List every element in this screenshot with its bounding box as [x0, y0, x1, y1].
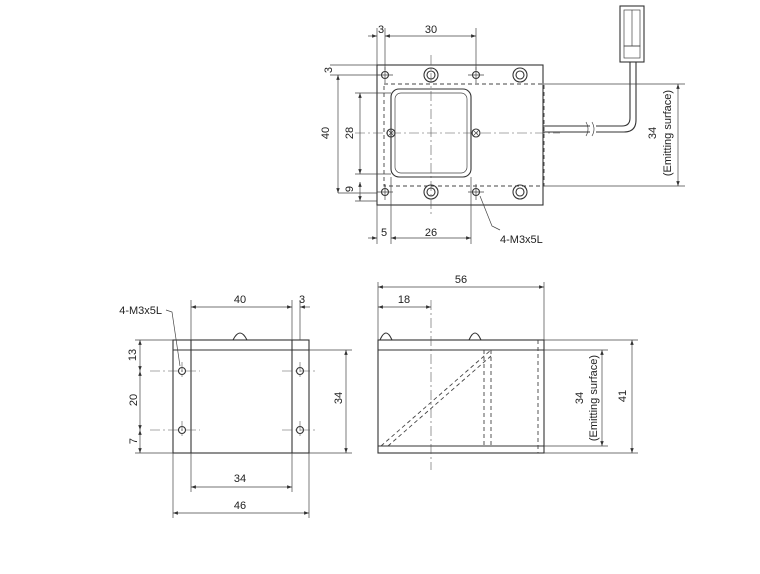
dim-40: 40 — [320, 127, 332, 139]
emitting-surface-label-side: (Emitting surface) — [588, 355, 600, 441]
side-view-outline — [377, 339, 545, 454]
dim-5: 5 — [381, 227, 387, 239]
top-view: 3 30 3 40 28 9 5 26 4-M3x5L 34 — [320, 5, 685, 246]
dim-34-front-right: 34 — [333, 392, 345, 404]
dim-40-front: 40 — [234, 294, 246, 306]
dim-18: 18 — [398, 294, 410, 306]
dim-20: 20 — [128, 394, 140, 406]
dim-34-side: 34 — [574, 392, 586, 404]
dim-56: 56 — [455, 274, 467, 286]
screw-note-front: 4-M3x5L — [119, 305, 162, 317]
top-view-dashed-outline — [383, 83, 545, 187]
dim-26: 26 — [425, 227, 437, 239]
dim-13: 13 — [127, 349, 139, 361]
dim-3-top: 3 — [378, 24, 384, 36]
dim-9: 9 — [344, 186, 356, 192]
dim-41: 41 — [617, 390, 629, 402]
connector-icon — [619, 5, 645, 63]
dim-3-left: 3 — [323, 67, 335, 73]
screw-icon — [386, 128, 481, 138]
mounting-hole-icon — [423, 67, 528, 200]
dim-7: 7 — [128, 438, 140, 444]
dim-3-front: 3 — [299, 294, 305, 306]
dim-34-front-bottom: 34 — [234, 473, 246, 485]
screw-note-top: 4-M3x5L — [500, 234, 543, 246]
cable — [543, 62, 637, 137]
top-view-body-outline — [376, 64, 544, 206]
dim-46: 46 — [234, 500, 246, 512]
side-view: 56 18 34 (Emitting surface) 41 — [377, 274, 638, 470]
emitting-surface-label-top: (Emitting surface) — [662, 90, 674, 176]
front-view: 4-M3x5L 40 3 13 20 7 34 34 46 — [119, 294, 352, 518]
dim-30: 30 — [425, 24, 437, 36]
dim-28: 28 — [344, 127, 356, 139]
front-view-outline — [172, 339, 310, 454]
dim-34-top: 34 — [647, 127, 659, 139]
screw-hole-icon — [177, 366, 305, 435]
